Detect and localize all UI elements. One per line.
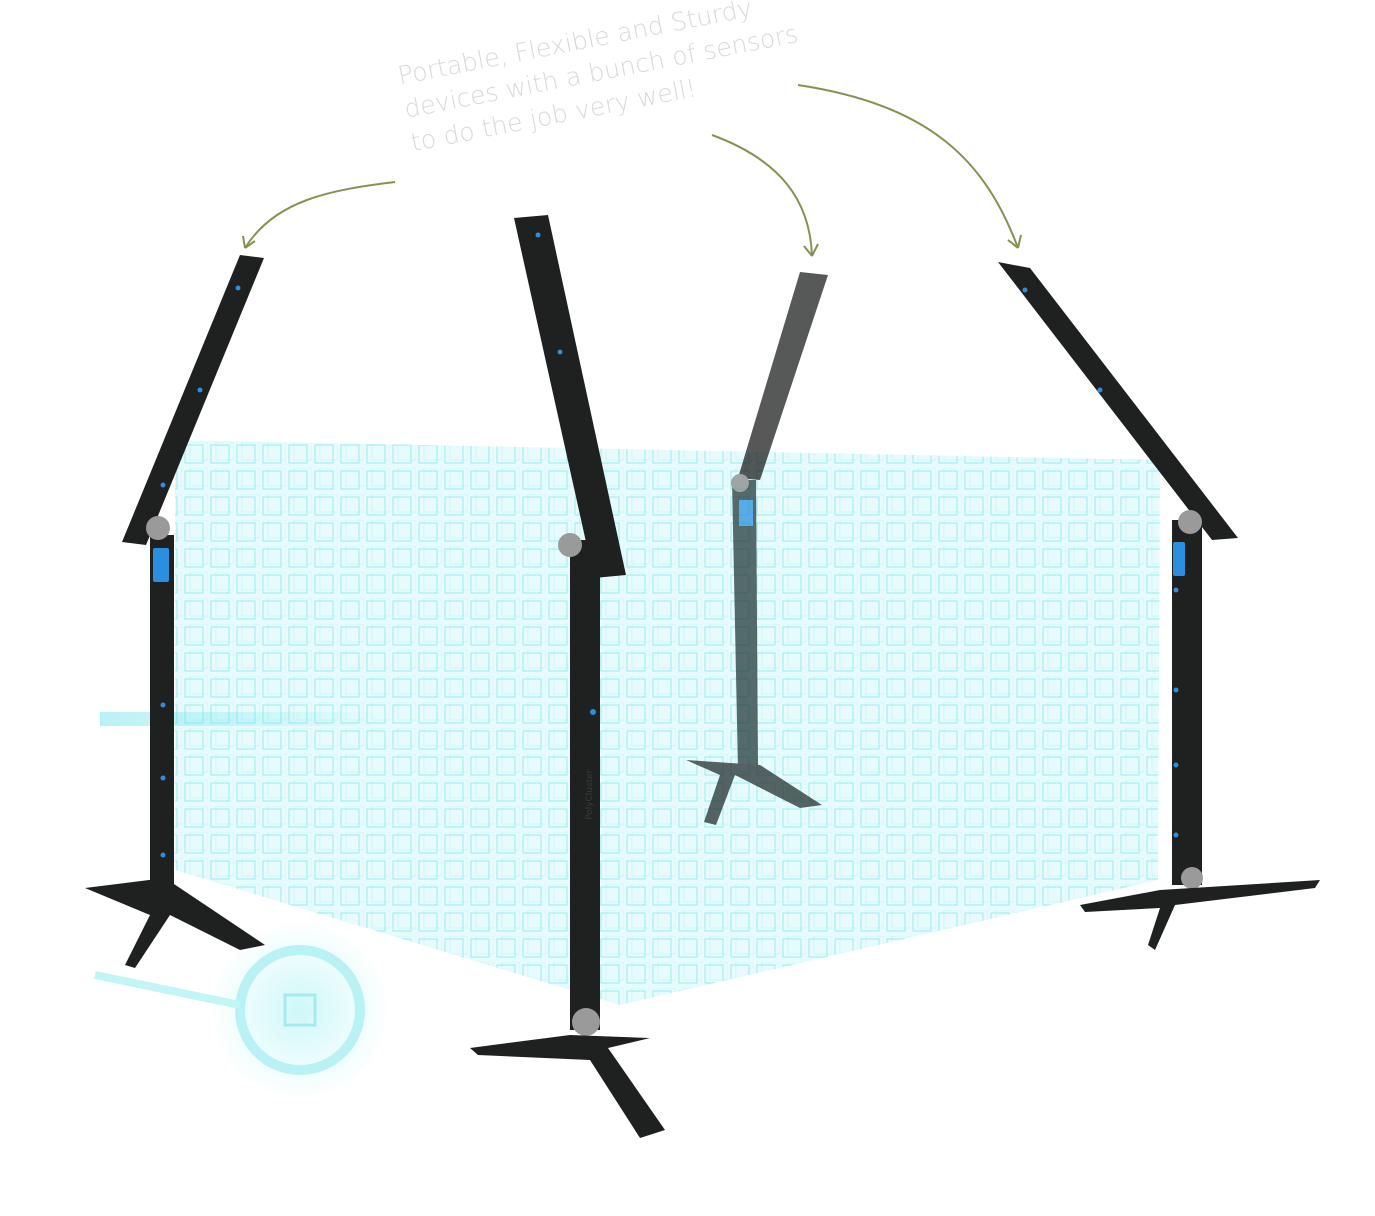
- sensor-stand-center: PolyCluster: [470, 215, 665, 1138]
- callout-arrows: [242, 84, 1022, 257]
- scan-beam: [100, 712, 390, 726]
- arrow-left: [244, 181, 396, 249]
- sensor-stand-right: [998, 262, 1320, 950]
- chip-hologram-icon: [94, 920, 390, 1100]
- arrow-back: [711, 134, 813, 257]
- sensor-grid-volume: [175, 440, 1160, 1005]
- brand-logo: PolyCluster: [585, 769, 595, 820]
- sensor-stand-back: [686, 272, 828, 825]
- arrow-right: [797, 84, 1019, 249]
- sensor-stand-left: [85, 255, 265, 968]
